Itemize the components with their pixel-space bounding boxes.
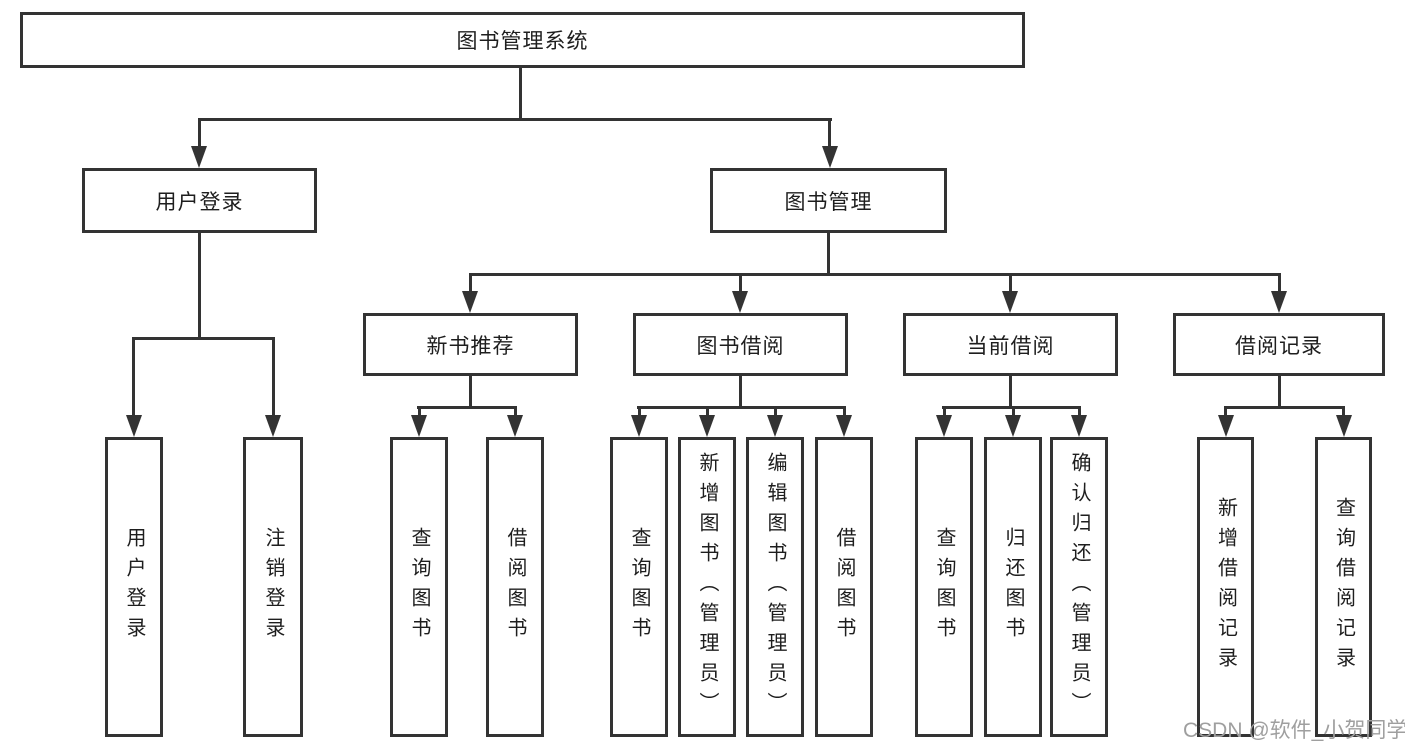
node-new-books: 新书推荐 (363, 313, 578, 376)
leaf-query-borrow-record: 查询借阅记录 (1315, 437, 1372, 737)
arrow-down-icon (767, 415, 783, 437)
csdn-watermark: CSDN @软件_小贺同学 (1183, 719, 1405, 742)
node-root: 图书管理系统 (20, 12, 1025, 68)
connector-line (1278, 376, 1281, 409)
arrow-down-icon (411, 415, 427, 437)
leaf-add-books-admin-label: 新增图书（管理员） (696, 452, 718, 722)
node-user-login-label: 用户登录 (155, 190, 244, 214)
connector-line (1009, 276, 1012, 293)
connector-line (1224, 406, 1345, 409)
node-borrow-records: 借阅记录 (1173, 313, 1385, 376)
connector-line (132, 337, 275, 340)
leaf-add-borrow-record-label: 新增借阅记录 (1214, 497, 1237, 677)
leaf-edit-books-admin: 编辑图书（管理员） (746, 437, 804, 737)
connector-line (843, 406, 846, 418)
connector-line (469, 276, 472, 293)
node-book-mgmt: 图书管理 (710, 168, 947, 233)
node-current-borrow: 当前借阅 (903, 313, 1118, 376)
connector-line (1342, 406, 1345, 418)
node-user-login: 用户登录 (82, 168, 317, 233)
leaf-query-books-current-label: 查询图书 (933, 527, 955, 647)
arrow-down-icon (1271, 291, 1287, 313)
arrow-down-icon (836, 415, 852, 437)
arrow-down-icon (699, 415, 715, 437)
arrow-down-icon (462, 291, 478, 313)
leaf-borrow-books-recommend-label: 借阅图书 (504, 527, 526, 647)
leaf-query-books-recommend-label: 查询图书 (408, 527, 430, 647)
node-book-borrow-label: 图书借阅 (696, 334, 785, 358)
leaf-borrow-books-recommend: 借阅图书 (486, 437, 544, 737)
arrow-down-icon (936, 415, 952, 437)
leaf-query-borrow-record-label: 查询借阅记录 (1332, 497, 1355, 677)
arrow-down-icon (732, 291, 748, 313)
node-book-borrow: 图书借阅 (633, 313, 848, 376)
arrow-down-icon (1218, 415, 1234, 437)
arrow-down-icon (822, 146, 838, 168)
connector-line (943, 406, 946, 418)
arrow-down-icon (1071, 415, 1087, 437)
connector-line (198, 118, 832, 121)
arrow-down-icon (191, 146, 207, 168)
connector-line (1278, 276, 1281, 293)
connector-line (1009, 376, 1012, 409)
connector-line (739, 376, 742, 409)
connector-line (827, 233, 830, 276)
connector-line (828, 121, 831, 148)
connector-line (774, 406, 777, 418)
connector-line (198, 233, 201, 340)
leaf-borrow-books: 借阅图书 (815, 437, 873, 737)
connector-line (1078, 406, 1081, 418)
connector-line (637, 406, 846, 409)
leaf-query-books-borrow-label: 查询图书 (628, 527, 650, 647)
connector-line (519, 68, 522, 121)
arrow-down-icon (1002, 291, 1018, 313)
arrow-down-icon (126, 415, 142, 437)
leaf-query-books-recommend: 查询图书 (390, 437, 448, 737)
leaf-logout-label: 注销登录 (262, 527, 284, 647)
arrow-down-icon (1336, 415, 1352, 437)
node-root-label: 图书管理系统 (456, 30, 589, 53)
leaf-edit-books-admin-label: 编辑图书（管理员） (764, 452, 786, 722)
leaf-confirm-return-admin-label: 确认归还（管理员） (1068, 452, 1090, 722)
leaf-borrow-books-label: 借阅图书 (833, 527, 855, 647)
leaf-confirm-return-admin: 确认归还（管理员） (1050, 437, 1108, 737)
connector-line (706, 406, 709, 418)
leaf-return-books: 归还图书 (984, 437, 1042, 737)
node-borrow-records-label: 借阅记录 (1235, 334, 1323, 358)
leaf-user-login-label: 用户登录 (123, 527, 145, 647)
connector-line (418, 406, 421, 418)
connector-line (638, 406, 641, 418)
leaf-return-books-label: 归还图书 (1002, 527, 1024, 647)
leaf-query-books-current: 查询图书 (915, 437, 973, 737)
connector-line (469, 376, 472, 409)
connector-line (132, 340, 135, 417)
leaf-add-borrow-record: 新增借阅记录 (1197, 437, 1254, 737)
connector-line (272, 340, 275, 417)
leaf-logout: 注销登录 (243, 437, 303, 737)
node-current-borrow-label: 当前借阅 (966, 334, 1055, 358)
arrow-down-icon (507, 415, 523, 437)
connector-line (739, 276, 742, 293)
node-new-books-label: 新书推荐 (426, 334, 515, 358)
connector-line (942, 406, 1081, 409)
arrow-down-icon (265, 415, 281, 437)
connector-line (1224, 406, 1227, 418)
connector-line (514, 406, 517, 418)
leaf-user-login: 用户登录 (105, 437, 163, 737)
leaf-add-books-admin: 新增图书（管理员） (678, 437, 736, 737)
connector-line (417, 406, 517, 409)
arrow-down-icon (631, 415, 647, 437)
node-book-mgmt-label: 图书管理 (784, 190, 873, 214)
leaf-query-books-borrow: 查询图书 (610, 437, 668, 737)
arrow-down-icon (1005, 415, 1021, 437)
connector-line (1012, 406, 1015, 418)
connector-line (469, 273, 1281, 276)
connector-line (198, 121, 201, 148)
